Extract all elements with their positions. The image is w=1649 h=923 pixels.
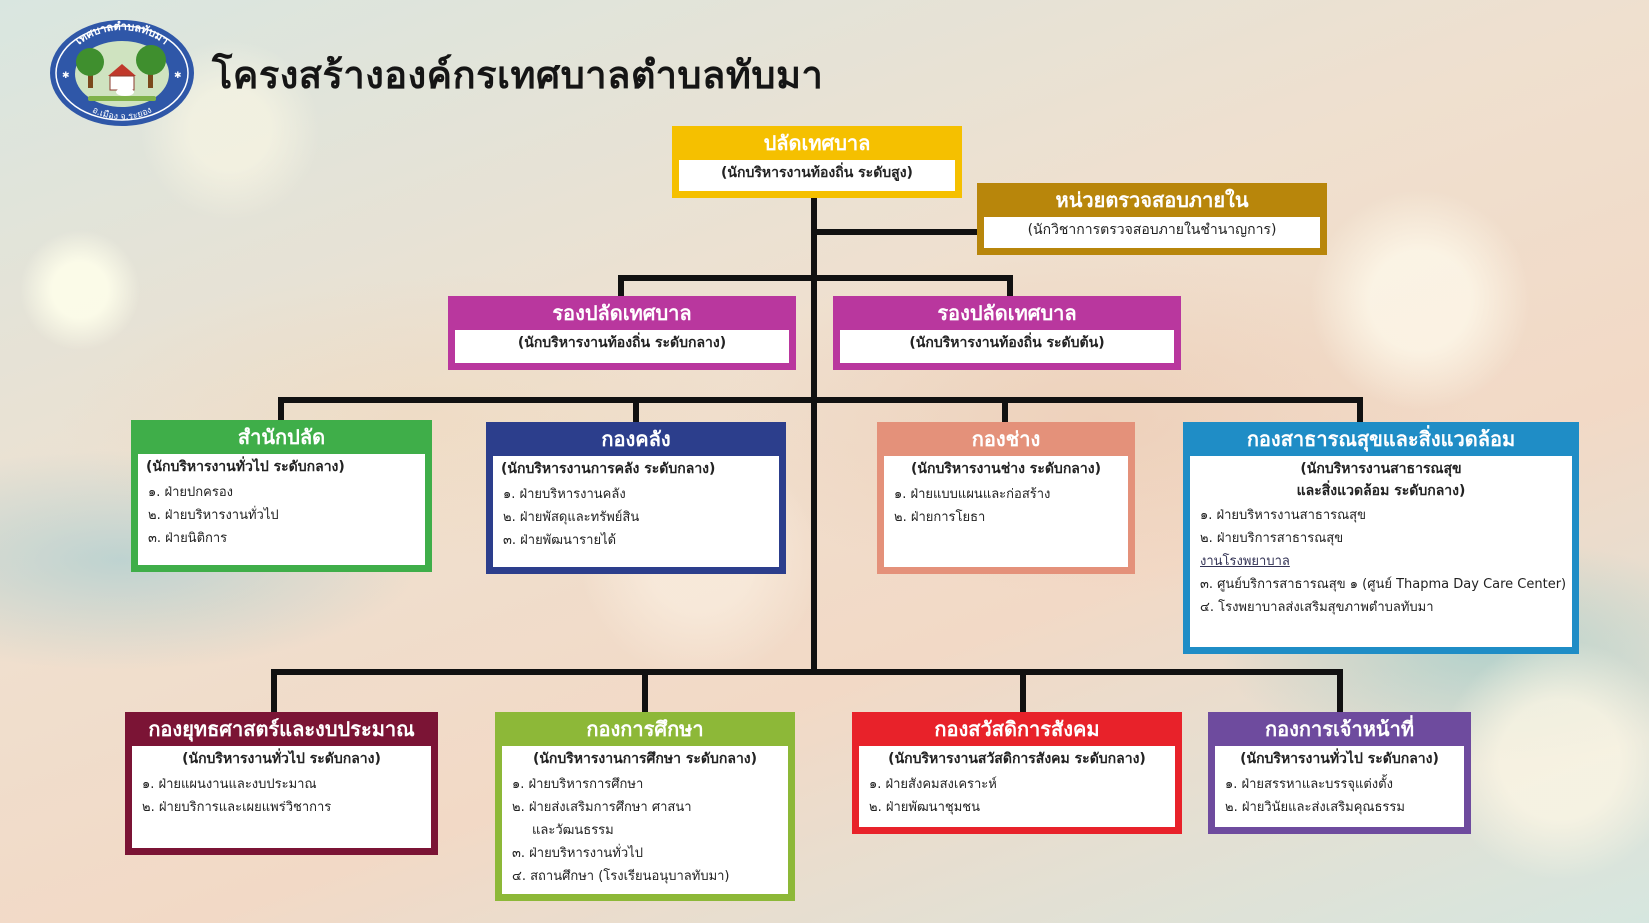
list-item: ๒. ฝ่ายบริหารงานทั่วไป [148,508,279,523]
social-welfare-division-box: กองสวัสดิการสังคม (นักบริหารงานสวัสดิการ… [852,712,1182,834]
box-subtitle: (นักบริหารงานท้องถิ่น ระดับสูง) [721,165,913,181]
star-icon: ✱ [174,71,182,81]
list-item: ๑. ฝ่ายบริหารการศึกษา [512,777,644,792]
box-subtitle: (นักบริหารงานทั่วไป ระดับกลาง) [182,751,381,767]
box-subtitle: (นักบริหารงานการศึกษา ระดับกลาง) [532,751,758,767]
box-title: รองปลัดเทศบาล [937,301,1077,325]
house-icon [108,64,136,76]
box-title: สำนักปลัด [237,425,326,449]
page-title: โครงสร้างองค์กรเทศบาลตำบลทับมา [212,53,824,97]
box-subtitle: (นักบริหารงานสวัสดิการสังคม ระดับกลาง) [888,751,1146,767]
star-icon: ✱ [62,71,70,81]
list-item: ๒. ฝ่ายส่งเสริมการศึกษา ศาสนา [512,800,692,815]
list-item: ๒. ฝ่ายการโยธา [894,510,986,525]
list-item: ๒. ฝ่ายวินัยและส่งเสริมคุณธรรม [1225,800,1405,815]
list-item: ๑. ฝ่ายแผนงานและงบประมาณ [142,777,317,792]
list-item: ๑. ฝ่ายบริหารงานสาธารณสุข [1200,508,1367,523]
list-item: งานโรงพยาบาล [1200,554,1290,569]
list-item: ๑. ฝ่ายปกครอง [148,485,234,500]
box-title: กองการศึกษา [586,717,704,741]
box-subtitle: (นักวิชาการตรวจสอบภายในชำนาญการ) [1027,222,1277,238]
box-title: กองการเจ้าหน้าที่ [1264,717,1415,741]
list-item: ๒. ฝ่ายบริการสาธารณสุข [1200,531,1344,546]
box-subtitle: (นักบริหารงานสาธารณสุข [1300,461,1462,477]
list-item: ๒. ฝ่ายบริการและเผยแพร่วิชาการ [142,800,332,815]
box-title: ปลัดเทศบาล [763,131,871,155]
list-item: ๑. ฝ่ายสรรหาและบรรจุแต่งตั้ง [1225,777,1393,792]
box-subtitle: (นักบริหารงานช่าง ระดับกลาง) [911,461,1101,477]
list-item: ๒. ฝ่ายพัฒนาชุมชน [869,800,980,815]
box-title: กองคลัง [601,427,671,451]
clerk-office-box: สำนักปลัด (นักบริหารงานทั่วไป ระดับกลาง)… [131,420,432,572]
list-item: ๑. ฝ่ายแบบแผนและก่อสร้าง [894,487,1051,502]
list-item: ๔. สถานศึกษา (โรงเรียนอนุบาลทับมา) [512,869,730,884]
box-title: กองยุทธศาสตร์และงบประมาณ [148,717,415,741]
tree-icon [88,66,93,88]
box-title: กองช่าง [971,427,1041,451]
list-item: ๓. ฝ่ายนิติการ [148,531,228,546]
box-subtitle: (นักบริหารงานทั่วไป ระดับกลาง) [1240,751,1439,767]
list-item: ๑. ฝ่ายบริหารงานคลัง [503,487,626,502]
list-item: ๒. ฝ่ายพัสดุและทรัพย์สิน [503,510,640,525]
list-item: ๔. โรงพยาบาลส่งเสริมสุขภาพตำบลทับมา [1200,600,1434,615]
deputy-left-box: รองปลัดเทศบาล (นักบริหารงานท้องถิ่น ระดั… [448,296,796,370]
box-title: หน่วยตรวจสอบภายใน [1055,188,1249,212]
municipality-logo: เทศบาลตำบลทับมา อ.เมือง จ.ระยอง ✱ ✱ [50,20,194,126]
deputy-right-box: รองปลัดเทศบาล (นักบริหารงานท้องถิ่น ระดั… [833,296,1181,370]
box-subtitle: (นักบริหารงานท้องถิ่น ระดับต้น) [909,335,1105,351]
personnel-division-box: กองการเจ้าหน้าที่ (นักบริหารงานทั่วไป ระ… [1208,712,1471,834]
box-title: รองปลัดเทศบาล [552,301,692,325]
education-division-box: กองการศึกษา (นักบริหารงานการศึกษา ระดับก… [495,712,795,901]
box-title: กองสวัสดิการสังคม [934,717,1100,741]
list-item: และวัฒนธรรม [532,823,614,838]
finance-division-box: กองคลัง (นักบริหารงานการคลัง ระดับกลาง) … [486,422,786,574]
list-item: ๓. ฝ่ายบริหารงานทั่วไป [512,846,643,861]
box-subtitle-line-2: และสิ่งแวดล้อม ระดับกลาง) [1296,483,1466,499]
list-item: ๑. ฝ่ายสังคมสงเคราะห์ [869,777,997,792]
list-item: ๓. ศูนย์บริการสาธารณสุข ๑ (ศูนย์ Thapma … [1200,577,1567,592]
box-title: กองสาธารณสุขและสิ่งแวดล้อม [1246,427,1516,451]
public-health-division-box: กองสาธารณสุขและสิ่งแวดล้อม (นักบริหารงาน… [1183,422,1579,654]
box-subtitle: (นักบริหารงานทั่วไป ระดับกลาง) [146,459,345,475]
strategy-budget-division-box: กองยุทธศาสตร์และงบประมาณ (นักบริหารงานทั… [125,712,438,855]
engineering-division-box: กองช่าง (นักบริหารงานช่าง ระดับกลาง) ๑. … [877,422,1135,574]
internal-audit-box: หน่วยตรวจสอบภายใน (นักวิชาการตรวจสอบภายใ… [977,183,1327,255]
chief-administrator-box: ปลัดเทศบาล (นักบริหารงานท้องถิ่น ระดับสู… [672,126,962,198]
box-subtitle: (นักบริหารงานการคลัง ระดับกลาง) [501,461,716,477]
horse-icon [116,88,134,96]
tree-icon [148,64,153,88]
box-subtitle: (นักบริหารงานท้องถิ่น ระดับกลาง) [517,335,727,351]
list-item: ๓. ฝ่ายพัฒนารายได้ [503,533,617,548]
